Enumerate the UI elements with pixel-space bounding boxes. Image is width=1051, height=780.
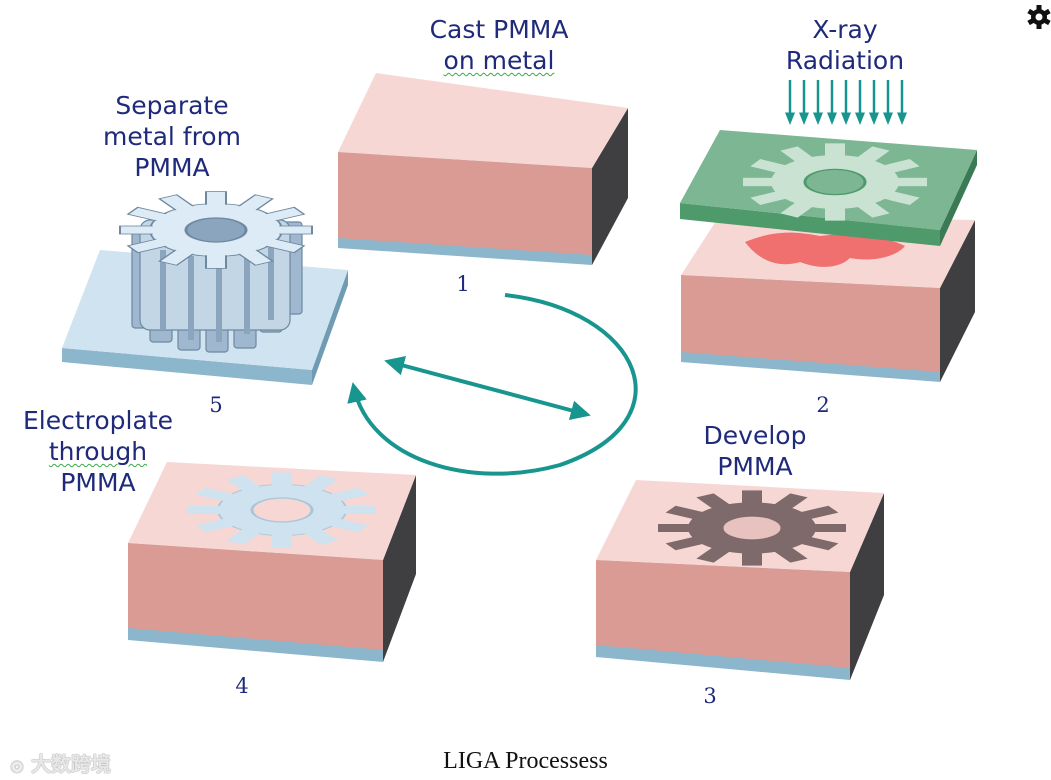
watermark-logo-icon: ◎ xyxy=(10,756,24,775)
step2-number: 2 xyxy=(816,393,830,417)
step4-pmma-block xyxy=(128,462,416,662)
step3-label: Develop PMMA xyxy=(703,421,807,481)
watermark: ◎ 大数跨境 xyxy=(10,748,111,777)
step1-label-line2: on metal xyxy=(443,46,555,75)
step4-number: 4 xyxy=(235,674,249,698)
mask-gear-cutout xyxy=(743,143,927,221)
step4-label-line2: through xyxy=(48,437,148,466)
gear-icon[interactable] xyxy=(1027,2,1051,32)
step5-label: Separate metal from PMMA xyxy=(103,91,241,182)
diagram-caption: LIGA Processess xyxy=(443,748,608,774)
step3-pmma-block xyxy=(596,480,884,680)
xray-arrows xyxy=(785,80,907,125)
double-arrow xyxy=(384,355,591,421)
step2-label: X-ray Radiation xyxy=(785,15,905,75)
electroplated-gear xyxy=(188,472,376,548)
cycle-arrows xyxy=(347,293,638,476)
step5-number: 5 xyxy=(209,393,223,417)
xray-mask xyxy=(680,130,977,246)
developed-gear-cavity xyxy=(658,490,846,566)
step1-number: 1 xyxy=(456,272,470,296)
step4-label: Electroplate through PMMA xyxy=(22,406,173,497)
watermark-text: 大数跨境 xyxy=(30,752,111,776)
step1-pmma-block xyxy=(338,73,628,265)
cycle-arc-arrow xyxy=(347,293,638,476)
exposed-gear-shadow xyxy=(745,232,905,267)
step3-number: 3 xyxy=(703,684,717,708)
step5-gear xyxy=(119,191,313,353)
step1-label: Cast PMMA on metal xyxy=(429,15,569,75)
